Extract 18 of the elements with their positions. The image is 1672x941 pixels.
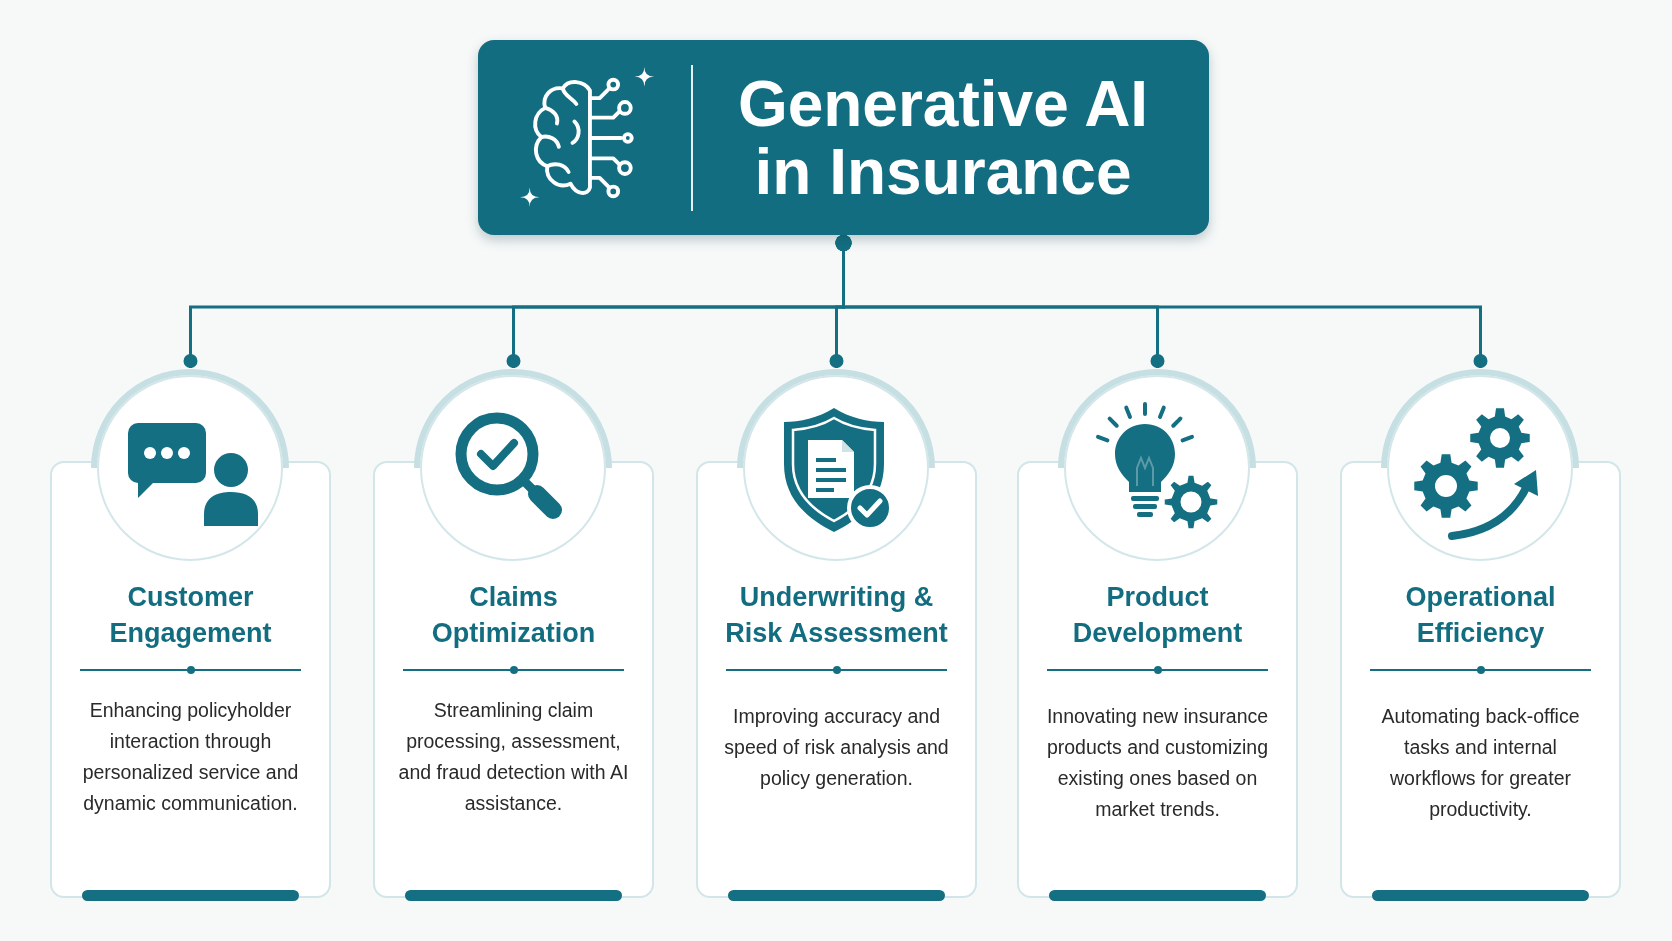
- feature-card: [1340, 368, 1621, 904]
- card-heading: Claims Optimization: [430, 581, 597, 650]
- card-heading: Customer Engagement: [108, 581, 273, 650]
- card-description: Streamlining claim processing, assessment, and fraud detection with AI assistance.: [397, 698, 630, 816]
- card-description: Innovating new insurance products and customizing existing ones based on market trends.: [1045, 704, 1270, 822]
- card-description: Enhancing policyholder interaction through personalized service and dynamic communication.: [81, 698, 300, 816]
- feature-card: [50, 368, 331, 904]
- card-heading: Underwriting & Risk Assessment: [724, 581, 949, 650]
- title-text: Generative AI in Insurance: [736, 69, 1150, 206]
- card-description: Automating back-office tasks and internal workflows for greater productivity.: [1380, 704, 1581, 822]
- title-banner: [478, 40, 1209, 235]
- connector-line: [835, 235, 1488, 368]
- card-description: Improving accuracy and speed of risk analysis and policy generation.: [723, 704, 950, 791]
- card-heading: Operational Efficiency: [1404, 581, 1557, 650]
- feature-card: [696, 368, 977, 904]
- card-heading: Product Development: [1071, 581, 1244, 650]
- feature-card: [373, 368, 654, 904]
- feature-card: [1017, 368, 1298, 904]
